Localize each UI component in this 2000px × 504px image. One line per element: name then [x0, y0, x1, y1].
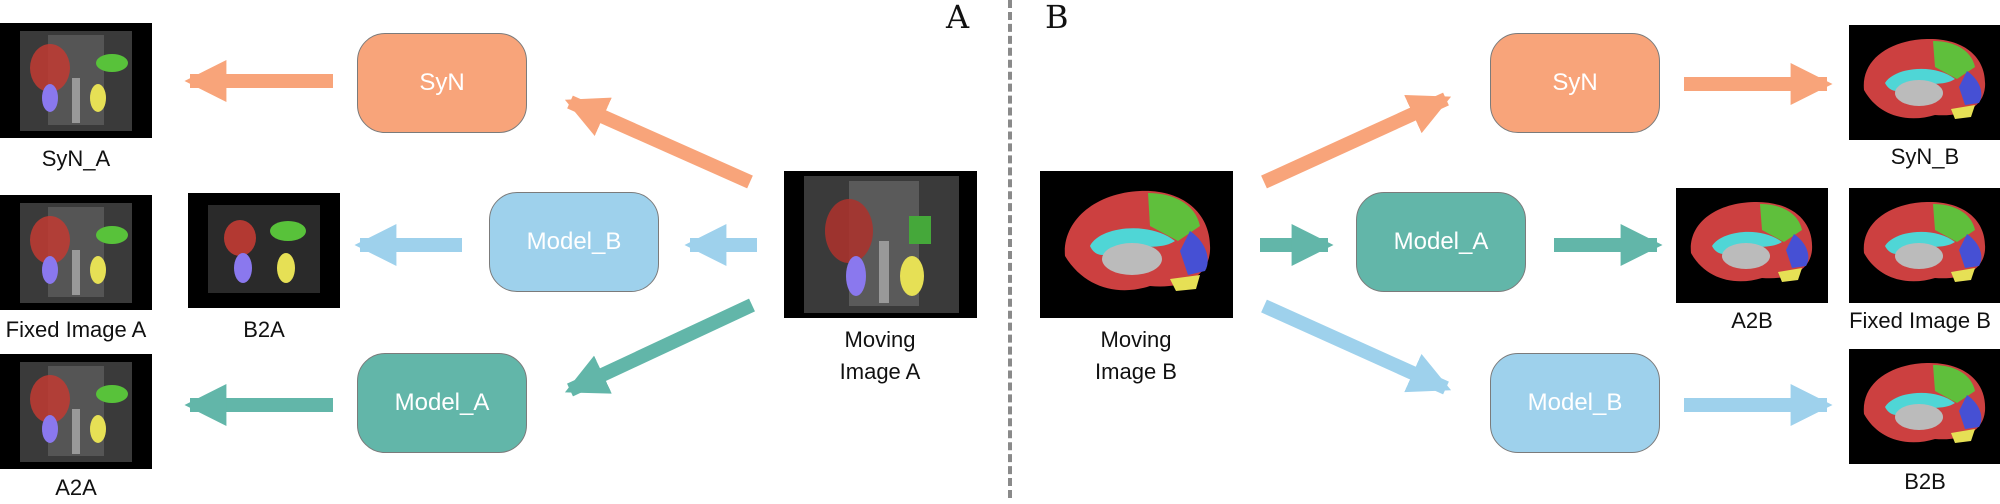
model-b-box-a: Model_B: [489, 192, 659, 292]
syn-b-image: [1849, 25, 2000, 140]
panel-label-b: B: [1045, 0, 1069, 36]
model-b-box-b-label: Model_B: [1527, 389, 1623, 416]
panel-label-a: A: [946, 0, 970, 36]
fixed-a-label: Fixed Image A: [5, 317, 147, 342]
fixed-b-label: Fixed Image B: [1849, 308, 1991, 333]
abdominal-mri-icon: [208, 205, 320, 293]
abdominal-mri-icon: [20, 362, 132, 462]
a2a-label: A2A: [55, 475, 97, 500]
syn-b-label: SyN_B: [1890, 144, 1960, 169]
model-a-box-b: Model_A: [1356, 192, 1526, 292]
arrow-moving-b-to-syn: [1261, 92, 1452, 189]
brain-mri-icon: [1690, 201, 1813, 282]
abdominal-mri-icon: [20, 31, 132, 131]
abdominal-mri-icon: [804, 176, 959, 313]
brain-mri-icon: [1863, 38, 1986, 119]
syn-a-image: [0, 23, 152, 138]
a2b-label: A2B: [1731, 308, 1773, 333]
moving-a-image: [784, 171, 977, 318]
model-b-box-a-label: Model_B: [526, 228, 622, 255]
arrow-moving-a-to-syn: [564, 95, 753, 189]
brain-mri-icon: [1863, 362, 1986, 443]
model-a-box-a-label: Model_A: [394, 389, 490, 416]
abdominal-mri-icon: [20, 203, 132, 303]
b2b-image: [1849, 349, 2000, 464]
moving-b-image: [1040, 171, 1233, 318]
arrow-moving-a-to-model-a: [564, 298, 755, 397]
a2b-image: [1676, 188, 1828, 303]
syn-box-a-label: SyN: [419, 69, 465, 96]
moving-b-label: Moving Image B: [1095, 327, 1177, 384]
model-a-box-a: Model_A: [357, 353, 527, 453]
syn-box-b-label: SyN: [1552, 69, 1598, 96]
a2a-image: [0, 354, 152, 469]
brain-mri-icon: [1064, 190, 1211, 291]
brain-mri-icon: [1863, 201, 1986, 282]
syn-a-label: SyN_A: [41, 146, 111, 171]
b2a-image: [188, 193, 340, 308]
arrow-moving-b-to-model-b: [1261, 299, 1452, 395]
fixed-a-image: [0, 195, 152, 310]
syn-box-b: SyN: [1490, 33, 1660, 133]
model-b-box-b: Model_B: [1490, 353, 1660, 453]
syn-box-a: SyN: [357, 33, 527, 133]
b2b-label: B2B: [1904, 469, 1946, 494]
model-a-box-b-label: Model_A: [1393, 228, 1489, 255]
fixed-b-image: [1849, 188, 2000, 303]
b2a-label: B2A: [243, 317, 285, 342]
panel-divider: [1008, 0, 1012, 498]
moving-a-label: Moving Image A: [839, 327, 921, 384]
